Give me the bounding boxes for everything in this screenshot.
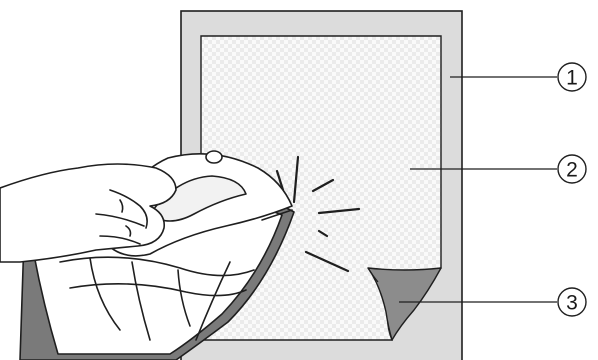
callout-2-number: 2 (566, 159, 578, 182)
callout-3: 3 (558, 288, 586, 316)
callout-1-number: 1 (566, 67, 578, 90)
callout-3-number: 3 (566, 292, 578, 315)
callout-2: 2 (558, 155, 586, 183)
callout-1: 1 (558, 63, 586, 91)
